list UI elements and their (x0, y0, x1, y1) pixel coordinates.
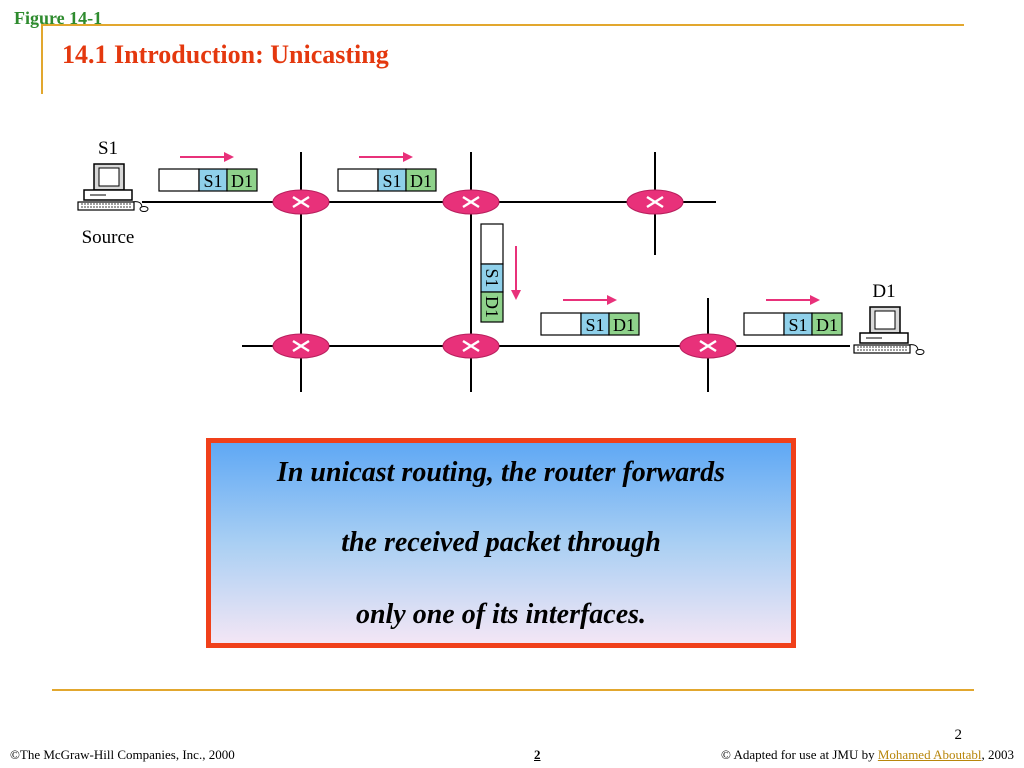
packet-destination-field: D1 (482, 296, 502, 318)
bottom-divider (52, 689, 974, 691)
top-divider (42, 24, 964, 26)
packet: S1 D1 (337, 168, 437, 192)
router-icon (271, 188, 331, 216)
packet-source-field: S1 (585, 315, 604, 335)
destination-computer-icon (853, 306, 925, 356)
direction-arrow-icon (766, 295, 820, 305)
router-icon (625, 188, 685, 216)
slide-title: 14.1 Introduction: Unicasting (62, 40, 389, 69)
callout-line-2: the received packet through (341, 527, 661, 558)
slide-page-number: 2 (954, 727, 963, 743)
packet-destination-field: D1 (410, 171, 432, 191)
packet: S1 D1 (480, 223, 504, 323)
packet-source-field: S1 (203, 171, 222, 191)
packet-destination-field: D1 (231, 171, 253, 191)
router-icon (441, 332, 501, 360)
direction-arrow-icon (511, 246, 521, 300)
packet-source-field: S1 (382, 171, 401, 191)
direction-arrow-icon (563, 295, 617, 305)
source-name: S1 (98, 138, 118, 159)
callout-line-1: In unicast routing, the router forwards (276, 457, 726, 488)
packet: S1 D1 (540, 312, 640, 336)
footer-year: , 2003 (981, 747, 1015, 762)
figure-label: Figure 14-1 (14, 8, 103, 28)
packet-source-field: S1 (482, 268, 502, 287)
footer-copyright: ©The McGraw-Hill Companies, Inc., 2000 (10, 747, 235, 762)
destination-name: D1 (872, 281, 895, 302)
footer-attribution: © Adapted for use at JMU by Mohamed Abou… (721, 747, 1014, 763)
unicast-network-diagram: S1 Source D1 S1 D1 S1 D1 S1 D1 (77, 138, 925, 392)
packet-source-field: S1 (788, 315, 807, 335)
footer-page-number: 2 (534, 747, 541, 762)
direction-arrow-icon (180, 152, 234, 162)
left-divider (41, 24, 43, 94)
packet: S1 D1 (743, 312, 843, 336)
author-link[interactable]: Mohamed Aboutabl (877, 747, 982, 762)
packet-destination-field: D1 (613, 315, 635, 335)
direction-arrow-icon (359, 152, 413, 162)
callout-line-3: only one of its interfaces. (355, 599, 647, 630)
router-icon (678, 332, 738, 360)
router-icon (441, 188, 501, 216)
unicast-callout-box: In unicast routing, the router forwards … (206, 438, 796, 648)
packet-destination-field: D1 (816, 315, 838, 335)
footer-adapted-text: © Adapted for use at JMU by (721, 747, 878, 762)
router-icon (271, 332, 331, 360)
source-label: Source (82, 227, 135, 248)
source-computer-icon (77, 163, 149, 213)
packet: S1 D1 (158, 168, 258, 192)
